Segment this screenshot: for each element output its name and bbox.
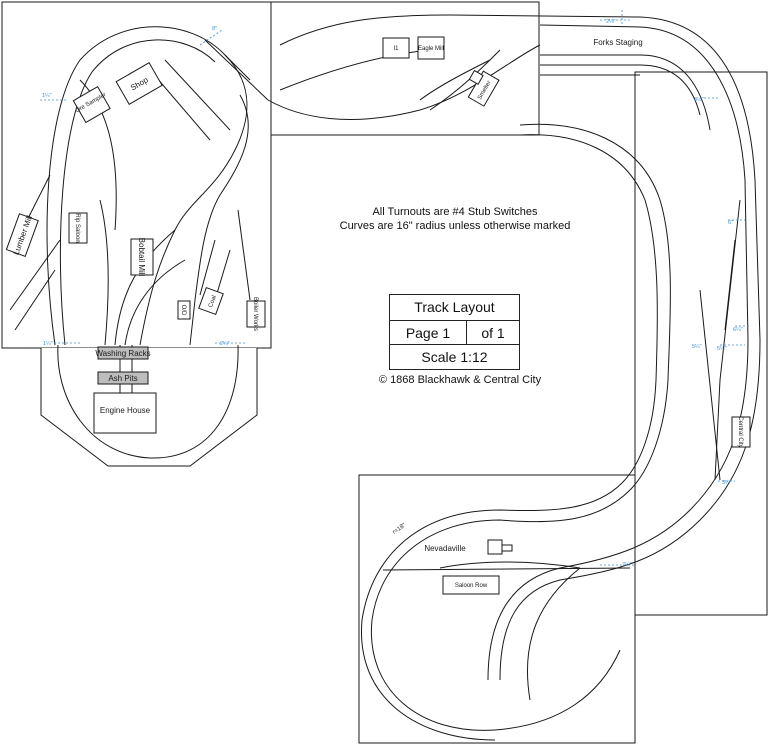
building-od: O/D: [177, 300, 191, 320]
track-top-siding: [279, 49, 431, 91]
track-big-curve-2: [519, 134, 658, 484]
track-yard-lead: [114, 229, 176, 346]
track-forks-staging-2: [540, 64, 701, 116]
svg-text:Central City: Central City: [737, 416, 743, 447]
meas-2q-bot: 2¼": [220, 341, 230, 347]
track-connector-top-2: [267, 44, 541, 120]
track-spur-lumber: [9, 239, 61, 311]
svg-text:Bobtail Mill: Bobtail Mill: [137, 238, 146, 277]
nevadaville-label: Nevadaville: [424, 544, 466, 553]
i1-label: I1: [393, 46, 399, 52]
track-nevadaville-loop: [370, 489, 631, 731]
track-nevadaville-main: [382, 567, 631, 571]
building-saloon-row: [442, 575, 500, 595]
saloon-row-label: Saloon Row: [455, 583, 488, 589]
track-left-s-curve: [139, 54, 248, 346]
forks-staging-label: Forks Staging: [593, 38, 642, 47]
title-block-scale: Scale 1:12: [390, 344, 519, 370]
meas-3half: 3½": [694, 96, 704, 103]
building-ore-sampler: Ore Sampler: [72, 86, 111, 124]
svg-text:Rip Saloon: Rip Saloon: [74, 213, 80, 242]
meas-line-8: [199, 29, 223, 46]
track-terminal-loop: [57, 344, 239, 459]
track-main-north-2: [487, 24, 749, 681]
track-spur-coal: [199, 239, 216, 296]
building-nevadaville-shed: [501, 544, 513, 552]
meas-6: 6": [728, 220, 733, 226]
svg-text:Boiler Works: Boiler Works: [252, 297, 258, 331]
building-eagle-mill: [417, 36, 445, 60]
svg-text:O/D: O/D: [180, 305, 186, 316]
building-shop: Shop: [115, 62, 163, 105]
washing-racks-label: Washing Racks: [95, 349, 150, 358]
track-forks-staging-1: [540, 54, 711, 131]
meas-3q: 3¼": [722, 480, 732, 486]
bench-left-module: [1, 1, 272, 349]
meas-1q-bot: 1¼": [43, 341, 53, 347]
building-boiler-works: Boiler Works: [246, 297, 266, 331]
track-nevadaville-inner: [526, 567, 581, 701]
track-top-siding-3: [419, 59, 491, 101]
track-main-north: [279, 14, 761, 681]
track-spur-shop-2: [164, 59, 231, 131]
building-central-city: Central City: [731, 416, 751, 448]
track-central-city-2: [724, 239, 736, 331]
building-smelter: Smelter: [467, 69, 500, 107]
building-coal: Coal: [198, 286, 224, 316]
eagle-mill-label: Eagle Mill: [418, 46, 444, 52]
note-turnouts: All Turnouts are #4 Stub Switches: [372, 206, 538, 218]
measurements: 8" 1¼" 1¼" 2¼" 2¼" 3½" 6" 5¼" 5¼" 6¼" 3¼…: [40, 10, 750, 568]
building-lumber-mill: Lumber Mill: [5, 213, 39, 257]
building-engine-house: [93, 392, 157, 434]
track-left-s-curve-2: [189, 94, 249, 346]
building-i1: [382, 37, 410, 59]
bench-bottom-module: [358, 474, 636, 744]
track-nevadaville-siding: [439, 561, 581, 569]
engine-house-label: Engine House: [100, 406, 151, 415]
svg-text:Coal: Coal: [208, 295, 218, 309]
note-curves: Curves are 16" radius unless otherwise m…: [339, 220, 571, 232]
meas-1q-left: 1¼": [42, 93, 52, 99]
title-block-page: Page 1: [390, 321, 467, 345]
building-nevadaville-house: [487, 539, 503, 555]
track-connector-top: [204, 39, 269, 101]
building-ash-pits: [97, 371, 149, 385]
title-block: Track Layout Page 1 of 1 Scale 1:12: [389, 294, 520, 370]
title-block-page-of: of 1: [481, 325, 505, 341]
copyright-text: © 1868 Blackhawk & Central City: [378, 374, 542, 386]
meas-2q-top: 2¼": [606, 19, 616, 25]
ash-pits-label: Ash Pits: [108, 374, 137, 383]
track-spur-bobtail: [99, 199, 109, 346]
track-left-loop-inner: [59, 39, 216, 346]
track-spur-boiler: [237, 209, 251, 301]
title-block-page-row: Page 1 of 1: [390, 320, 519, 345]
meas-5q-b: 5¼": [717, 346, 727, 352]
meas-7q: 7¼": [622, 562, 632, 568]
track-left-loop-outer: [46, 26, 251, 346]
buildings: Shop Ore Sampler Lumber Mill Rip Saloon …: [5, 36, 751, 595]
track-right-diag: [699, 289, 721, 481]
track-nevadaville-loop-2: [361, 482, 623, 741]
title-block-title: Track Layout: [414, 299, 495, 315]
track-yard-lead-2: [124, 259, 186, 346]
track-spur-lumber-2: [14, 269, 56, 331]
building-rip-saloon: Rip Saloon: [68, 212, 88, 244]
meas-6q: 6¼": [733, 327, 743, 333]
building-washing-racks: [97, 346, 149, 360]
meas-5q-a: 5¼": [692, 344, 702, 350]
bench-top-module: [270, 1, 540, 136]
track-big-curve: [519, 123, 671, 491]
meas-8: 8": [212, 26, 217, 32]
building-bobtail-mill: Bobtail Mill: [130, 238, 154, 277]
track-top-siding-2: [429, 49, 501, 111]
